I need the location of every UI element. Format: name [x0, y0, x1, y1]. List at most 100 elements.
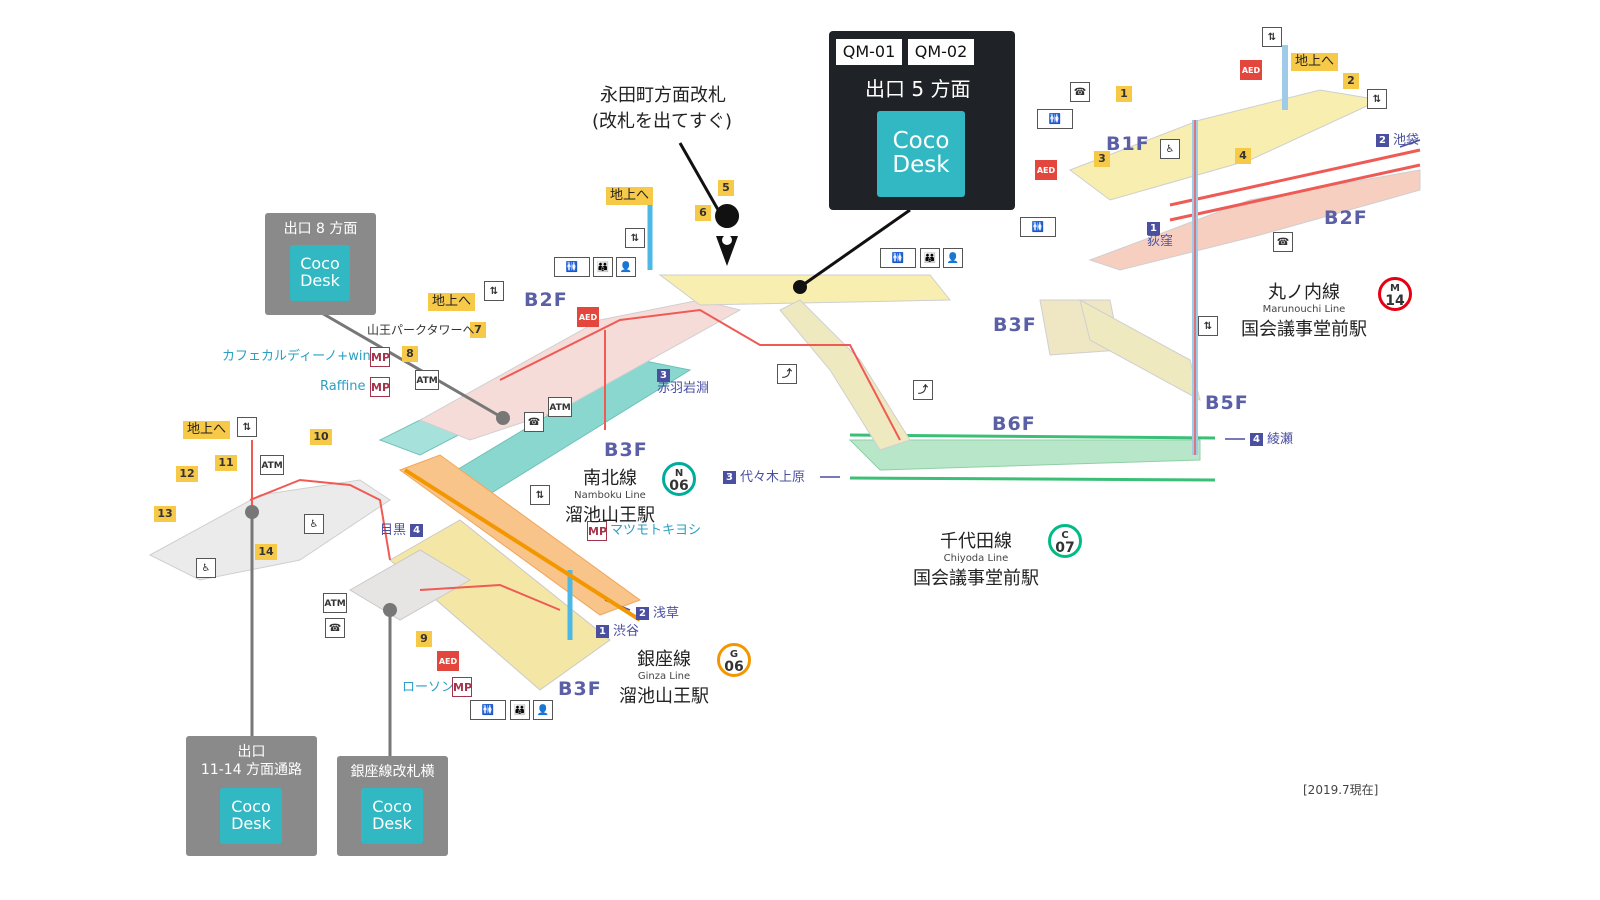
marunouchi-b2f	[1088, 169, 1421, 271]
elevator-icon-1: ⇅	[625, 228, 645, 248]
atm-icon-2: ATM	[548, 397, 572, 417]
exit-number-14: 14	[255, 544, 277, 560]
direction-meguro: 目黒 4	[380, 524, 427, 537]
station-chiyoda: 千代田線 Chiyoda Line 国会議事堂前駅	[913, 531, 1039, 589]
exit-number-13: 13	[154, 506, 176, 522]
baby-icon-2: 👤	[943, 248, 963, 268]
station-marunouchi: 丸ノ内線 Marunouchi Line 国会議事堂前駅	[1241, 282, 1367, 340]
family-icon: 👪	[593, 257, 613, 277]
qm-pointer-line	[799, 208, 911, 289]
elevator-icon-3: ⇅	[237, 417, 257, 437]
atm-icon-1: ATM	[415, 370, 439, 390]
station-namboku: 南北線 Namboku Line 溜池山王駅	[565, 468, 655, 526]
qm-01-tab[interactable]: QM-01	[836, 39, 902, 65]
nagatacho-gate-callout-line1: 永田町方面改札	[600, 85, 726, 106]
aed-icon-4: AED	[1035, 160, 1057, 180]
baby-icon-3: 👤	[533, 700, 553, 720]
matsumoto-label: マツモトキヨシ	[610, 523, 702, 538]
nagatacho-gate-callout-line2: (改札を出てすぐ)	[592, 111, 733, 132]
chiyoda-platform	[848, 439, 1201, 471]
mp-icon-matsumoto: MP	[587, 521, 607, 541]
restroom-icon-4: 🚻	[1037, 109, 1073, 129]
coco-desk-logo-exit8: Coco Desk	[290, 245, 350, 301]
elevator-icon-5: ⇅	[1367, 89, 1387, 109]
exit-number-11: 11	[215, 455, 237, 471]
b2f-concourse	[418, 299, 742, 441]
phone-icon-2: ☎	[1273, 232, 1293, 252]
floor-label-b5f: B5F	[1205, 392, 1249, 414]
restroom-icon-2: 🚻	[880, 248, 916, 268]
ginza-gate-booth-label: 銀座線改札横	[350, 764, 435, 780]
to-ground-label-2: 地上へ	[428, 293, 476, 312]
family-icon-3: 👪	[510, 700, 530, 720]
mp-icon-raffine: MP	[370, 377, 390, 397]
ginza-platform	[389, 519, 611, 691]
ginza-gate-booth-box[interactable]: 銀座線改札横 Coco Desk	[337, 756, 448, 856]
wheelchair-icon-3: ♿	[1160, 139, 1180, 159]
to-ground-label-4: 地上へ	[1291, 53, 1339, 72]
sanno-park-tower-label: 山王パークタワーへ	[367, 323, 475, 337]
coco-desk-logo-exit11-14: Coco Desk	[220, 788, 282, 844]
elevator-icon-2: ⇅	[484, 281, 504, 301]
wheelchair-icon-1: ♿	[304, 514, 324, 534]
to-ground-label-1: 地上へ	[606, 187, 654, 206]
floor-label-b1f: B1F	[1106, 133, 1150, 155]
exit-number-1: 1	[1116, 86, 1132, 102]
escalator-icon-2: ⤴	[913, 380, 933, 400]
exit-number-9: 9	[416, 631, 432, 647]
to-ground-label-3: 地上へ	[183, 421, 231, 440]
restroom-icon-3: 🚻	[470, 700, 506, 720]
coco-desk-logo-ginza-gate: Coco Desk	[361, 788, 423, 844]
floor-label-b2f-left: B2F	[524, 289, 568, 311]
qm-02-tab[interactable]: QM-02	[908, 39, 974, 65]
exit-number-3: 3	[1094, 151, 1110, 167]
family-icon-2: 👪	[920, 248, 940, 268]
caffe-label: カフェカルディーノ+wine	[222, 349, 379, 364]
floor-label-b3f-mid: B3F	[604, 439, 648, 461]
restroom-icon-5: 🚻	[1020, 217, 1056, 237]
ginza-slab	[398, 454, 642, 616]
raffine-label: Raffine	[320, 379, 366, 394]
stairs-b3f-b5f	[1079, 299, 1201, 401]
exit-number-8: 8	[402, 346, 418, 362]
floor-label-b6f: B6F	[992, 413, 1036, 435]
location-pin-icon	[715, 204, 740, 266]
phone-icon-4: ☎	[325, 618, 345, 638]
station-ginza: 銀座線 Ginza Line 溜池山王駅	[619, 649, 709, 707]
phone-icon-1: ☎	[1070, 82, 1090, 102]
elevator-icon-4: ⇅	[1262, 27, 1282, 47]
aed-icon-2: AED	[437, 651, 459, 671]
exit-number-10: 10	[310, 429, 332, 445]
qm-booth-label: 出口 5 方面	[865, 77, 971, 101]
elevator-icon-7: ⇅	[1198, 316, 1218, 336]
exit-number-2: 2	[1343, 73, 1359, 89]
exit8-booth-box[interactable]: 出口 8 方面 Coco Desk	[265, 213, 376, 315]
qm-booth-box[interactable]: QM-01 QM-02 出口 5 方面 Coco Desk	[829, 31, 1015, 210]
exit-number-5: 5	[718, 180, 734, 196]
baby-icon: 👤	[616, 257, 636, 277]
exit8-pointer-line	[319, 310, 504, 420]
mp-icon-caffe: MP	[370, 347, 390, 367]
exit8-booth-label: 出口 8 方面	[283, 221, 358, 237]
floor-label-b3f-bottom: B3F	[558, 678, 602, 700]
stairs-to-b6f	[779, 299, 911, 451]
aed-icon-1: AED	[577, 307, 599, 327]
escalator-icon-1: ⤴	[777, 364, 797, 384]
exit-number-12: 12	[176, 466, 198, 482]
floor-label-b3f-right: B3F	[993, 314, 1037, 336]
floor-label-b2f-right: B2F	[1324, 207, 1368, 229]
mp-icon-lawson: MP	[452, 677, 472, 697]
date-note: [2019.7現在]	[1303, 783, 1379, 797]
